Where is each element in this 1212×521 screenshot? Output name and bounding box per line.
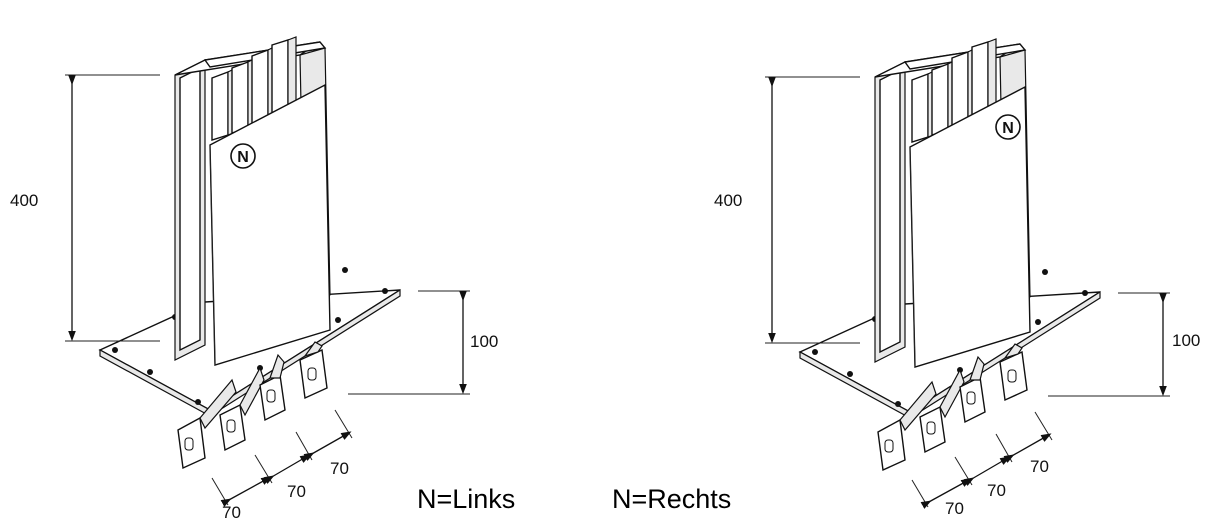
neutral-marker — [230, 143, 256, 169]
dimension-plate: 100 — [1048, 292, 1200, 397]
dimension-spacing: 70 70 70 — [211, 409, 353, 521]
dim-height-label: 400 — [10, 191, 38, 210]
dim-spacing-label: 70 — [1030, 457, 1049, 476]
dimension-height: 400 — [10, 74, 160, 342]
caption-right: N=Rechts — [612, 484, 732, 514]
dim-spacing-label: 70 — [987, 481, 1006, 500]
neutral-label: N — [237, 149, 249, 166]
busbar-plates — [911, 38, 997, 143]
busbar-plates — [211, 36, 297, 141]
dimension-spacing: 70 70 70 — [911, 411, 1053, 518]
dim-spacing-label: 70 — [287, 482, 306, 501]
dim-spacing-label: 70 — [222, 503, 241, 521]
neutral-label: N — [1002, 120, 1014, 137]
caption-left: N=Links — [417, 484, 516, 514]
connection-lugs — [877, 343, 1028, 472]
dim-spacing-label: 70 — [945, 499, 964, 518]
neutral-marker — [995, 114, 1021, 140]
connection-lugs — [177, 341, 328, 470]
busbar-unit-right: N 400 100 — [714, 38, 1200, 518]
dim-plate-label: 100 — [470, 332, 498, 351]
dimension-plate: 100 — [348, 290, 498, 395]
dim-spacing-label: 70 — [330, 459, 349, 478]
dim-height-label: 400 — [714, 191, 742, 210]
dim-plate-label: 100 — [1172, 331, 1200, 350]
dimension-height: 400 — [714, 76, 860, 344]
busbar-unit-left: N 400 100 — [10, 36, 498, 521]
